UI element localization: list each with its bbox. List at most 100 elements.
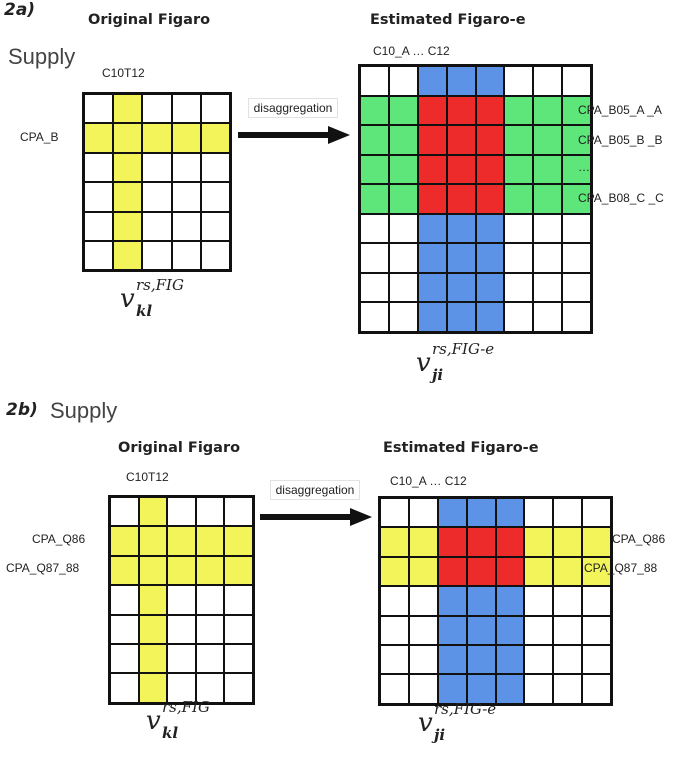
- grid-cell: [524, 644, 554, 675]
- grid-cell: [84, 94, 114, 124]
- grid-cell: [562, 213, 592, 243]
- grid-cell: [533, 302, 563, 332]
- formula-subscript: ji: [434, 726, 446, 744]
- panel-a-original-grid: [82, 92, 232, 273]
- panel-b-original-formula: v rs,FIG kl: [146, 698, 210, 742]
- panel-a-estimated-row-label: CPA_B08_C _C: [578, 191, 664, 205]
- panel-a-estimated-row-label: CPA_B05_B _B: [578, 133, 663, 147]
- formula-superscript: rs,FIG: [162, 698, 210, 716]
- grid-cell: [466, 644, 496, 675]
- panel-a-estimated-col-label: C10_A … C12: [373, 44, 450, 58]
- grid-cell: [380, 586, 409, 616]
- grid-cell: [200, 123, 230, 153]
- grid-cell: [446, 125, 476, 155]
- grid-cell: [495, 586, 525, 616]
- grid-cell: [562, 125, 592, 155]
- panel-b-estimated-title: Estimated Figaro-e: [383, 440, 539, 456]
- grid-cell: [582, 586, 612, 616]
- grid-cell: [380, 674, 409, 704]
- grid-cell: [437, 644, 467, 675]
- panel-a-estimated-row-label: …: [578, 160, 590, 174]
- grid-cell: [167, 555, 196, 586]
- grid-cell: [195, 526, 225, 556]
- panel-b-estimated-row-label: CPA_Q87_88: [584, 561, 658, 575]
- grid-cell: [113, 182, 143, 212]
- grid-cell: [388, 272, 418, 302]
- grid-cell: [167, 585, 196, 615]
- grid-cell: [224, 643, 253, 674]
- grid-cell: [110, 585, 139, 615]
- panel-a-disaggregation-arrow: disaggregation: [234, 98, 352, 146]
- grid-cell: [171, 123, 201, 153]
- grid-cell: [504, 125, 534, 155]
- grid-cell: [110, 614, 139, 644]
- grid-cell: [200, 182, 230, 212]
- grid-cell: [224, 526, 253, 556]
- panel-b-disaggregation-arrow: disaggregation: [256, 480, 374, 528]
- panel-a-original-formula: v rs,FIG kl: [120, 276, 184, 320]
- grid-cell: [562, 302, 592, 332]
- grid-cell: [388, 95, 418, 125]
- panel-b-original-grid: [108, 495, 255, 705]
- grid-cell: [200, 152, 230, 183]
- grid-cell: [380, 615, 409, 645]
- grid-cell: [524, 556, 554, 587]
- grid-cell: [466, 498, 496, 528]
- grid-cell: [84, 152, 114, 183]
- grid-cell: [408, 586, 438, 616]
- grid-cell: [84, 123, 114, 153]
- grid-cell: [224, 497, 253, 527]
- grid-cell: [533, 184, 563, 214]
- grid-cell: [417, 125, 447, 155]
- panel-a-estimated-row-label: CPA_B05_A _A: [578, 103, 662, 117]
- grid-cell: [417, 66, 447, 96]
- grid-cell: [360, 213, 389, 243]
- grid-cell: [110, 497, 139, 527]
- grid-cell: [446, 302, 476, 332]
- grid-cell: [504, 66, 534, 96]
- grid-cell: [113, 211, 143, 241]
- grid-cell: [533, 154, 563, 184]
- grid-cell: [562, 95, 592, 125]
- grid-cell: [504, 154, 534, 184]
- grid-cell: [475, 184, 505, 214]
- grid-cell: [138, 555, 168, 586]
- grid-cell: [562, 154, 592, 184]
- grid-cell: [524, 527, 554, 557]
- grid-cell: [142, 211, 172, 241]
- grid-cell: [408, 644, 438, 675]
- panel-b-estimated-row-label: CPA_Q86: [612, 532, 666, 546]
- grid-cell: [446, 184, 476, 214]
- grid-cell: [138, 614, 168, 644]
- formula-subscript: ji: [432, 366, 444, 384]
- grid-cell: [475, 272, 505, 302]
- grid-cell: [380, 527, 409, 557]
- grid-cell: [533, 125, 563, 155]
- grid-cell: [582, 674, 612, 704]
- grid-cell: [524, 498, 554, 528]
- grid-cell: [504, 213, 534, 243]
- grid-cell: [388, 243, 418, 273]
- panel-a-label: 2a): [4, 0, 36, 20]
- grid-cell: [466, 556, 496, 587]
- grid-cell: [195, 673, 225, 703]
- grid-cell: [446, 272, 476, 302]
- grid-cell: [553, 644, 583, 675]
- grid-cell: [466, 586, 496, 616]
- grid-cell: [524, 586, 554, 616]
- grid-cell: [562, 66, 592, 96]
- formula-superscript: rs,FIG-e: [434, 700, 497, 718]
- grid-cell: [437, 498, 467, 528]
- grid-cell: [380, 556, 409, 587]
- grid-cell: [466, 615, 496, 645]
- grid-cell: [504, 95, 534, 125]
- panel-a-estimated-grid: [358, 64, 594, 334]
- grid-cell: [553, 527, 583, 557]
- grid-cell: [113, 94, 143, 124]
- grid-cell: [360, 243, 389, 273]
- grid-cell: [171, 211, 201, 241]
- grid-cell: [533, 95, 563, 125]
- grid-cell: [142, 123, 172, 153]
- formula-base: v: [418, 708, 433, 738]
- panel-b-label: 2b): [6, 400, 38, 420]
